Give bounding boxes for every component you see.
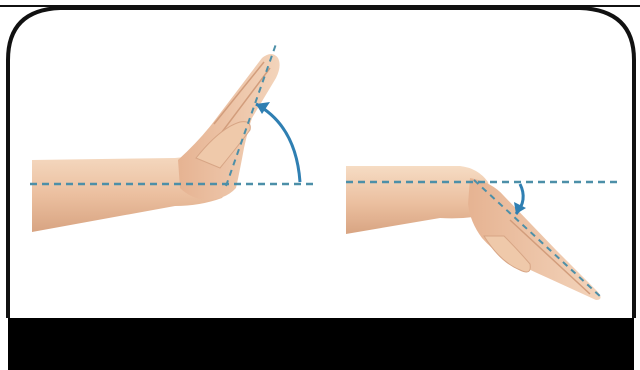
flexion-hand-illustration (346, 166, 620, 300)
redaction-bar (8, 318, 634, 370)
arrowhead-icon (514, 202, 526, 214)
angle-arc-icon (256, 104, 300, 182)
extension-hand-illustration (30, 44, 318, 232)
